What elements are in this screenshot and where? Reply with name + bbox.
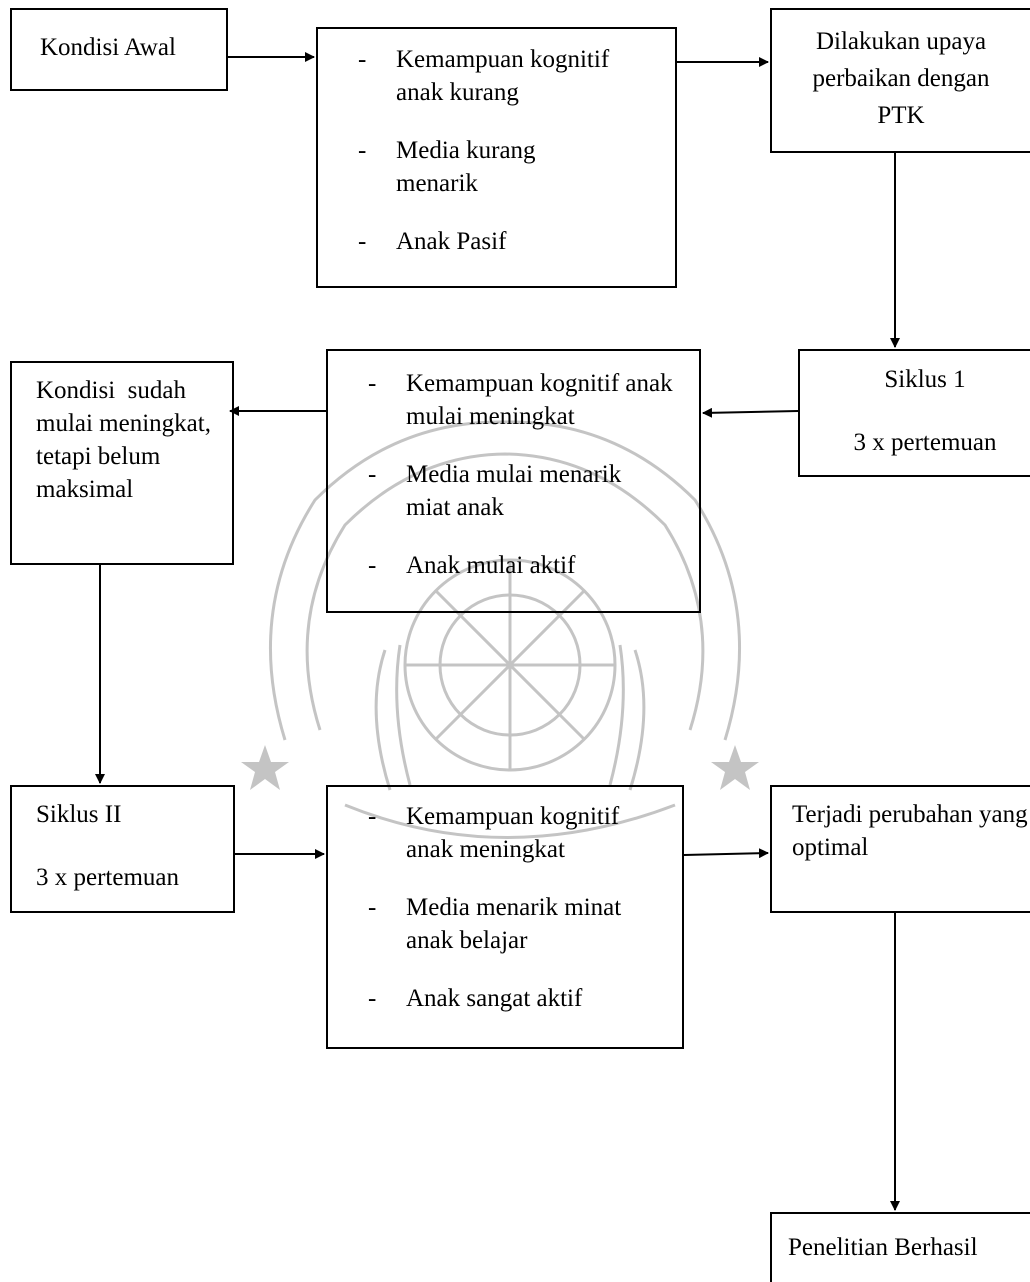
condition-item: Media kurang menarik <box>318 134 675 200</box>
condition-item: Anak Pasif <box>318 225 675 258</box>
cycle2-title: Siklus II <box>36 801 122 828</box>
initial-conditions-box: Kemampuan kognitif anak kurang Media kur… <box>316 27 677 288</box>
cycle2-meetings: 3 x pertemuan <box>36 864 180 891</box>
result-item: Anak sangat aktif <box>328 982 682 1015</box>
arrow-results-to-outcome <box>683 848 769 859</box>
cycle1-title: Siklus 1 <box>884 366 966 393</box>
after-cycle1-label: Kondisi sudah mulai meningkat, tetapi be… <box>36 377 218 503</box>
action-box: Dilakukan upaya perbaikan dengan PTK <box>770 8 1030 153</box>
result-item: Kemampuan kognitif anak mulai meningkat <box>328 367 699 433</box>
start-label: Kondisi Awal <box>40 34 176 61</box>
final-label: Penelitian Berhasil <box>788 1234 978 1261</box>
result-item: Media menarik minat anak belajar <box>328 891 682 957</box>
result-item: Media mulai menarik miat anak <box>328 458 699 524</box>
result-item: Anak mulai aktif <box>328 549 699 582</box>
cycle1-results-box: Kemampuan kognitif anak mulai meningkat … <box>326 349 701 613</box>
after-cycle1-box: Kondisi sudah mulai meningkat, tetapi be… <box>10 361 234 565</box>
result-item: Kemampuan kognitif anak meningkat <box>328 800 682 866</box>
action-label: Dilakukan upaya perbaikan dengan PTK <box>812 28 990 129</box>
outcome-label: Terjadi perubahan yang optimal <box>792 801 1028 861</box>
condition-item: Kemampuan kognitif anak kurang <box>318 43 675 109</box>
cycle2-results-box: Kemampuan kognitif anak meningkat Media … <box>326 785 684 1049</box>
arrow-cycle1-to-results <box>702 407 799 418</box>
start-box: Kondisi Awal <box>10 8 228 91</box>
cycle1-meetings: 3 x pertemuan <box>853 429 997 456</box>
outcome-box: Terjadi perubahan yang optimal <box>770 785 1030 913</box>
cycle1-box: Siklus 1 3 x pertemuan <box>798 349 1030 477</box>
cycle2-box: Siklus II 3 x pertemuan <box>10 785 235 913</box>
final-box: Penelitian Berhasil <box>770 1212 1030 1282</box>
